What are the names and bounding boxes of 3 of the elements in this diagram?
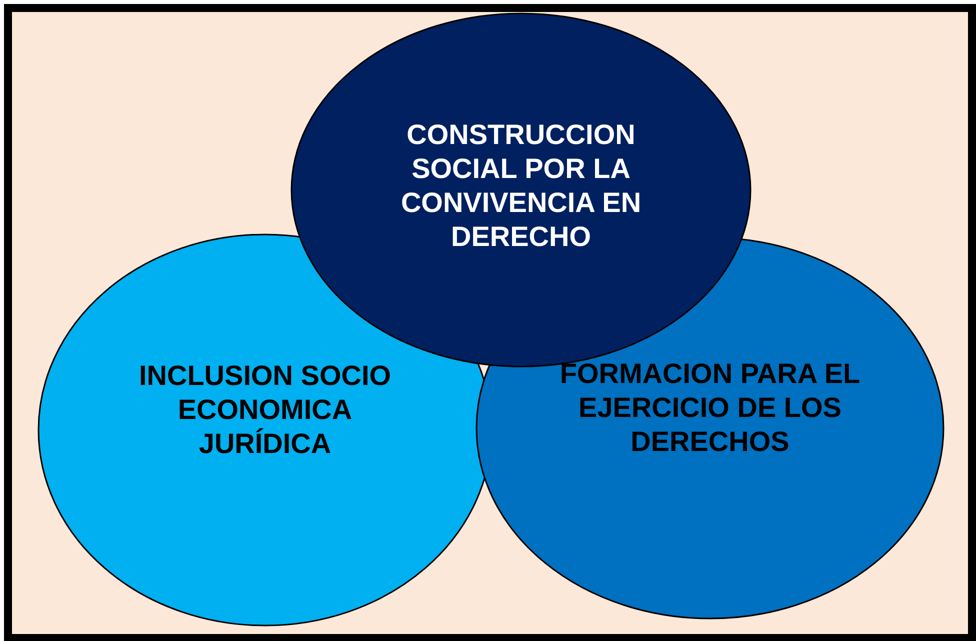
oval-label: INCLUSION SOCIO ECONOMICA JURÍDICA bbox=[138, 359, 392, 461]
oval-label: CONSTRUCCION SOCIAL POR LA CONVIVENCIA EN DERECHO bbox=[400, 118, 642, 254]
oval-label: FORMACION PARA EL EJERCICIO DE LOS DERECHOS bbox=[560, 357, 860, 459]
